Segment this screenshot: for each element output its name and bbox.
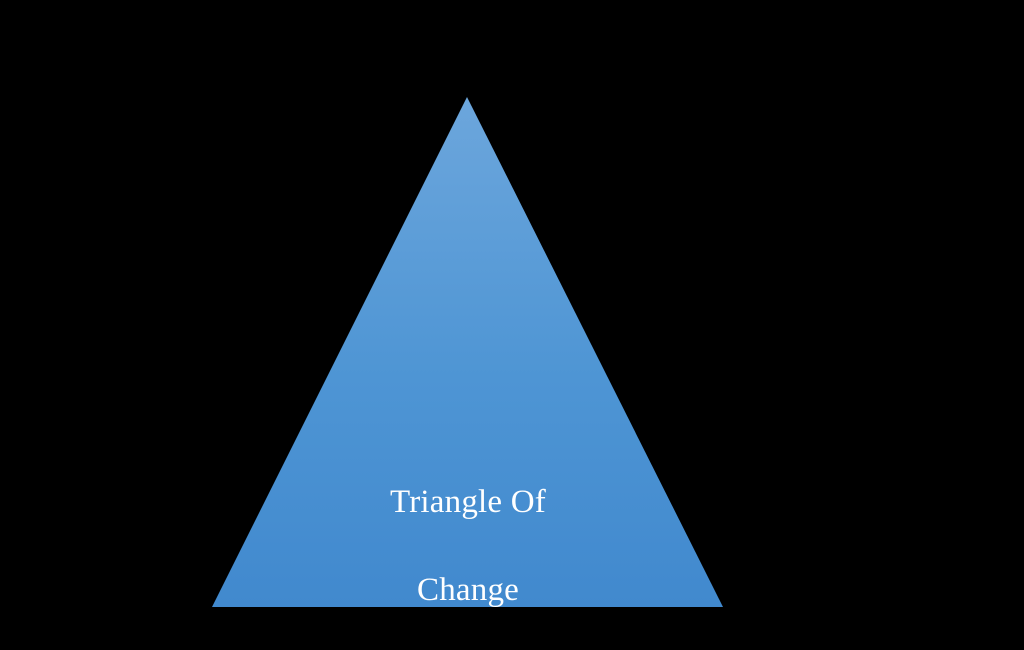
triangle-polygon[interactable] — [212, 97, 723, 607]
